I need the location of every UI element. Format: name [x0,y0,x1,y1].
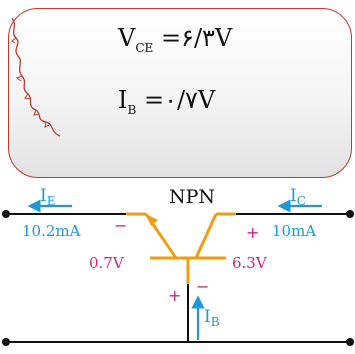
ic-value: 10mA [272,222,316,240]
terminal-dot [2,210,10,218]
ib-equation: IB =۰/۷V [118,86,215,117]
transistor-type-label: NPN [169,186,215,208]
vce-equation: VCE =۶/۳V [118,24,232,55]
ib-equals: = [143,86,165,114]
emitter-arrow-icon [146,214,158,226]
equation-card [8,8,352,178]
emitter-minus-sign: − [114,216,127,235]
ie-label: IE [40,186,55,208]
base-plus-sign: + [168,286,181,305]
collector-plus-sign: + [246,223,259,242]
terminal-dot [346,338,354,346]
ie-value: 10.2mA [22,222,81,240]
vce-equals: = [160,24,182,52]
vce-symbol: V [118,24,136,52]
terminal-dot [346,210,354,218]
vbe-value: 0.7V [89,254,125,272]
vce-value-label: 6.3V [232,254,268,272]
ic-label: IC [290,186,306,208]
torn-edge-decoration [11,18,61,137]
vce-subscript: CE [135,40,154,55]
collector-leg [194,213,218,259]
ib-subscript: B [127,102,137,117]
ib-symbol: I [118,86,128,114]
vce-value: ۶/۳V [181,24,233,52]
ib-label: IB [204,307,220,329]
ib-value: ۰/۷V [164,86,216,114]
base-minus-sign: − [196,277,209,296]
terminal-dot [2,338,10,346]
